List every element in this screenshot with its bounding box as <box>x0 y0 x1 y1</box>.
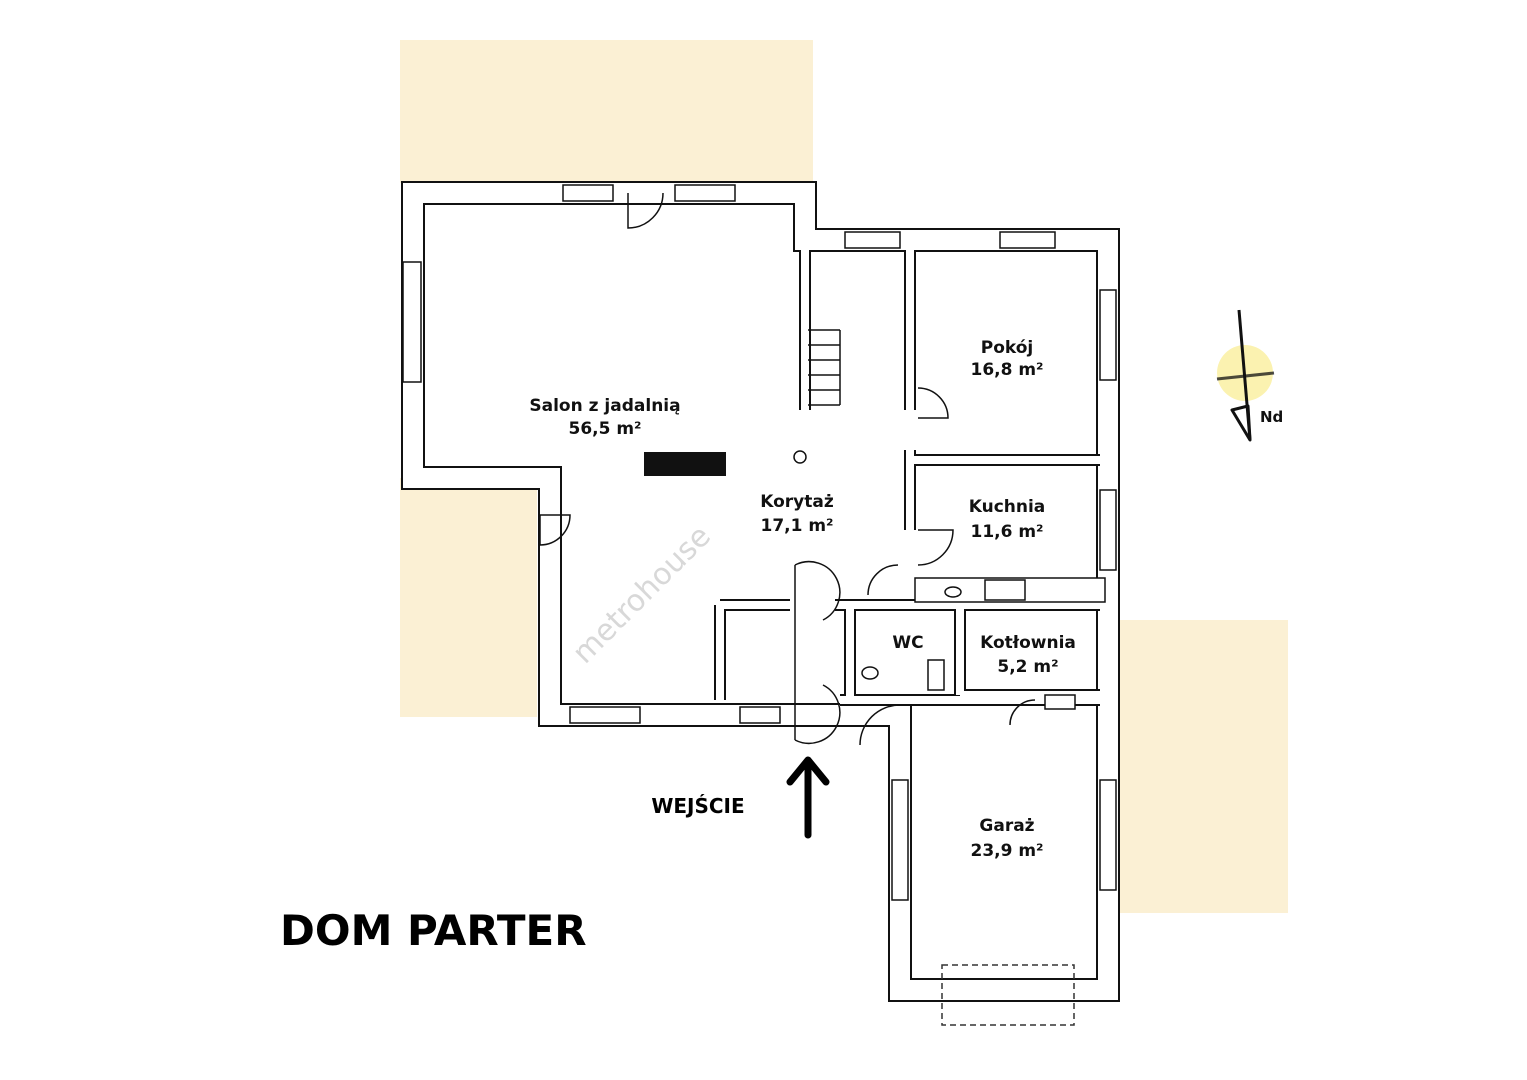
room-pokoj: Pokój 16,8 m² <box>970 338 1043 380</box>
room-kuchnia: Kuchnia 11,6 m² <box>969 497 1046 542</box>
room-name: Kuchnia <box>969 497 1046 517</box>
room-area: 17,1 m² <box>760 516 833 536</box>
plan-title: DOM PARTER <box>280 906 587 955</box>
watermark: metrohouse <box>566 519 718 671</box>
windows <box>402 184 1117 901</box>
room-korytaz: Korytaż 17,1 m² <box>760 492 834 536</box>
room-area: 5,2 m² <box>997 657 1058 677</box>
terrace-east <box>1118 620 1288 913</box>
stairs <box>808 329 841 406</box>
room-area: 56,5 m² <box>568 419 641 439</box>
room-name: Salon z jadalnią <box>529 396 680 416</box>
compass-label: Nd <box>1260 408 1283 426</box>
room-name: Korytaż <box>760 492 834 512</box>
arrow-up-icon <box>786 756 830 839</box>
room-area: 16,8 m² <box>970 360 1043 380</box>
room-area: 23,9 m² <box>970 841 1043 861</box>
entrance-label: WEJŚCIE <box>651 794 744 818</box>
fixtures <box>861 577 1106 710</box>
room-salon: Salon z jadalnią 56,5 m² <box>529 396 680 439</box>
doors <box>539 192 1036 746</box>
room-name: Kotłownia <box>980 633 1076 653</box>
room-wc: WC <box>892 633 923 653</box>
garage-door-outline <box>941 964 1075 1026</box>
room-name: Pokój <box>981 338 1034 358</box>
room-area: 11,6 m² <box>970 522 1043 542</box>
terrace-north <box>400 40 813 183</box>
terrace-west <box>400 478 537 717</box>
compass-icon: Nd <box>1216 309 1283 442</box>
room-name: Garaż <box>979 816 1034 836</box>
column <box>793 450 807 464</box>
room-kotlownia: Kotłownia 5,2 m² <box>980 633 1076 677</box>
room-name: WC <box>892 633 923 653</box>
room-garaz: Garaż 23,9 m² <box>970 816 1043 861</box>
